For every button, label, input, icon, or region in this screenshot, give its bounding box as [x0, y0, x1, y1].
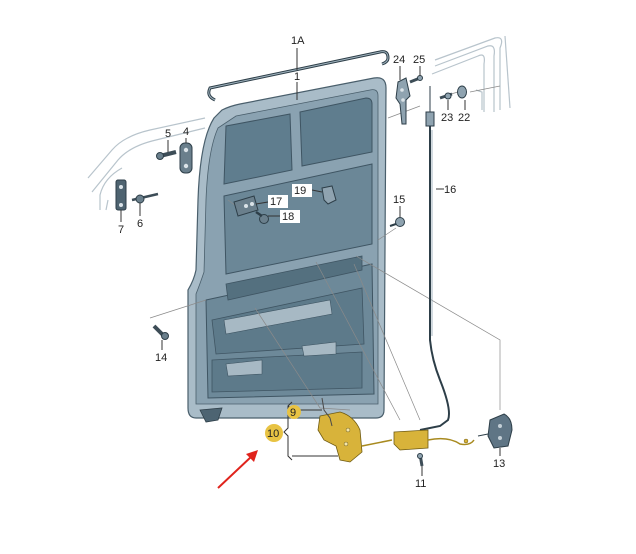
- part-25-screw: [409, 75, 423, 84]
- callout-labels: 1A 1 24 25 23 22 4 5 7 6 16 15 14 11 13 …: [118, 35, 505, 490]
- vehicle-body-right-outline: [431, 35, 511, 112]
- part-11-bolt: [152, 324, 169, 340]
- red-pointer-arrow-icon: [217, 450, 258, 489]
- part-5-screw: [156, 150, 177, 160]
- sliding-door-panel-part-1: [187, 77, 387, 423]
- part-23-stud: [439, 92, 453, 100]
- label-1: 1: [294, 71, 300, 83]
- part-15-screw: [389, 217, 405, 227]
- highlight-badge-9: [287, 405, 301, 419]
- part-17-bracket: [233, 195, 259, 217]
- part-22-washer: [457, 85, 467, 99]
- part-7-bracket: [115, 179, 127, 211]
- highlight-badge-10: [265, 424, 283, 442]
- label-14: 13: [493, 458, 505, 470]
- part-18-screw: [255, 210, 269, 224]
- label-17: 17: [270, 196, 282, 208]
- label-6: 6: [137, 218, 143, 230]
- part-13-screw: [417, 453, 424, 467]
- label-23: 23: [441, 112, 453, 124]
- part-16-cable: [419, 86, 450, 431]
- part-24-bracket: [395, 77, 411, 125]
- label-13: 11: [415, 478, 426, 490]
- label-16: 16: [444, 184, 456, 196]
- label-18: 18: [282, 211, 294, 223]
- label-11: 14: [155, 352, 167, 364]
- label-22: 22: [458, 112, 470, 124]
- part-14-rear-lock: [477, 413, 513, 449]
- label-24: 24: [393, 54, 405, 66]
- label-5: 5: [165, 128, 171, 140]
- label-19: 19: [294, 185, 306, 197]
- part-4-striker-plate: [179, 142, 193, 174]
- label-1a: 1A: [291, 35, 305, 47]
- label-7: 7: [118, 224, 124, 236]
- label-9[interactable]: 9: [290, 407, 296, 419]
- part-10-door-lock-assembly: [317, 411, 475, 463]
- label-15: 15: [393, 194, 405, 206]
- vehicle-body-left-outline: [87, 117, 206, 211]
- part-6-bolt: [131, 192, 159, 204]
- label-4: 4: [183, 126, 189, 138]
- label-25: 25: [413, 54, 425, 66]
- leader-lines: [120, 48, 501, 476]
- part-9-rod: [321, 397, 333, 427]
- part-19-clip: [321, 185, 337, 205]
- label-10[interactable]: 10: [267, 428, 279, 440]
